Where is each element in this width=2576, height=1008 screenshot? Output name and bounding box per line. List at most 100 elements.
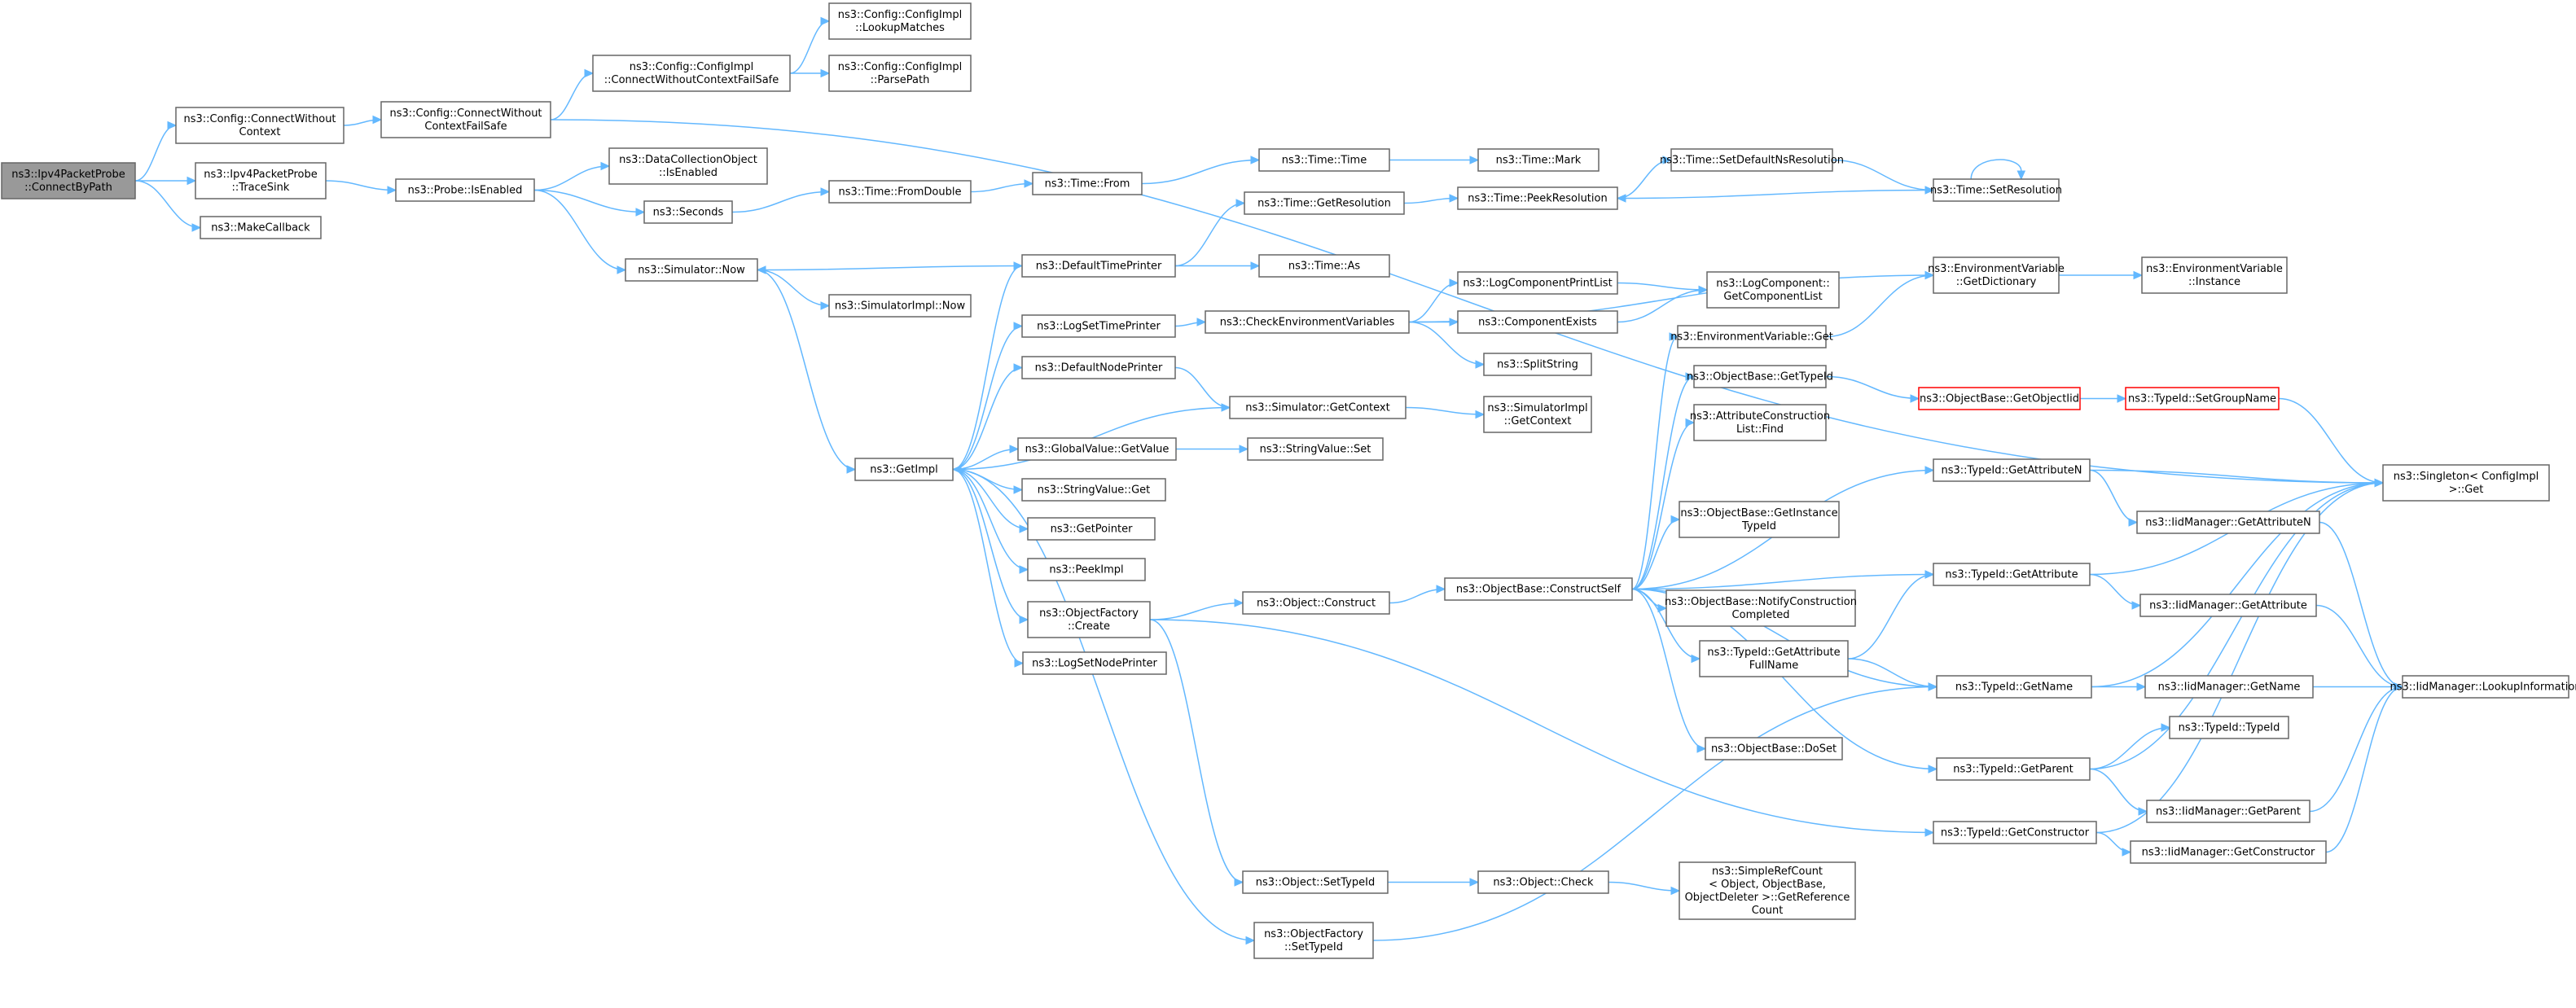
node-label: ns3::Seconds — [653, 207, 724, 219]
edge-line — [952, 468, 1029, 571]
node-strvalset[interactable]: ns3::StringValue::Set — [1247, 437, 1384, 461]
node-from[interactable]: ns3::Time::From — [1032, 172, 1143, 195]
node-simnow[interactable]: ns3::Simulator::Now — [625, 258, 758, 282]
node-cwcfs[interactable]: ns3::Config::ConnectWithoutContextFailSa… — [380, 101, 551, 138]
node-lookupinfo[interactable]: ns3::IidManager::LookupInformation — [2389, 675, 2576, 699]
node-getctor[interactable]: ns3::TypeId::GetConstructor — [1933, 821, 2097, 844]
node-iidgetattrn[interactable]: ns3::IidManager::GetAttributeN — [2136, 511, 2320, 534]
node-root[interactable]: ns3::Ipv4PacketProbe::ConnectByPath — [1, 162, 136, 199]
node-splitstring[interactable]: ns3::SplitString — [1483, 353, 1592, 376]
node-objsettypeid[interactable]: ns3::Object::SetTypeId — [1242, 870, 1389, 894]
arrowhead-icon — [1616, 194, 1626, 203]
node-timeas[interactable]: ns3::Time::As — [1258, 254, 1390, 278]
arrowhead-icon — [584, 68, 595, 78]
node-mark[interactable]: ns3::Time::Mark — [1477, 148, 1600, 172]
node-box — [1021, 254, 1176, 278]
node-defnode[interactable]: ns3::DefaultNodePrinter — [1021, 356, 1176, 379]
node-ci_parse[interactable]: ns3::Config::ConfigImpl::ParsePath — [828, 55, 972, 92]
node-logsettime[interactable]: ns3::LogSetTimePrinter — [1021, 314, 1176, 338]
node-isenabled[interactable]: ns3::Probe::IsEnabled — [395, 178, 535, 202]
node-label: ns3::Config::ConnectWithout — [389, 107, 542, 120]
node-simimplgetctx[interactable]: ns3::SimulatorImpl::GetContext — [1483, 396, 1592, 433]
node-checkenv[interactable]: ns3::CheckEnvironmentVariables — [1205, 310, 1410, 334]
node-notifycons[interactable]: ns3::ObjectBase::NotifyConstructionCompl… — [1665, 589, 1857, 627]
node-objfactsettypeid[interactable]: ns3::ObjectFactory::SetTypeId — [1253, 922, 1374, 959]
node-globalget[interactable]: ns3::GlobalValue::GetValue — [1017, 437, 1177, 461]
edge-cwcfs-to-ci_cwcfs — [550, 68, 595, 121]
node-label: ::ConnectWithoutContextFailSafe — [604, 74, 779, 86]
edge-line — [2089, 469, 2384, 484]
node-singleton[interactable]: ns3::Singleton< ConfigImpl >::Get — [2382, 464, 2550, 502]
node-envinst[interactable]: ns3::EnvironmentVariable::Instance — [2141, 256, 2288, 294]
node-getpointer[interactable]: ns3::GetPointer — [1027, 517, 1156, 541]
node-getattr[interactable]: ns3::TypeId::GetAttribute — [1933, 563, 2091, 586]
node-getname[interactable]: ns3::TypeId::GetName — [1936, 675, 2092, 699]
node-seconds[interactable]: ns3::Seconds — [643, 200, 733, 224]
node-label: ns3::IidManager::GetName — [2158, 681, 2301, 694]
node-ci_cwcfs[interactable]: ns3::Config::ConfigImpl::ConnectWithoutC… — [592, 55, 791, 92]
node-box — [828, 55, 972, 92]
node-getobjectiid[interactable]: ns3::ObjectBase::GetObjectIid — [1918, 387, 2081, 410]
node-timetime[interactable]: ns3::Time::Time — [1258, 148, 1390, 172]
node-peekres[interactable]: ns3::Time::PeekResolution — [1457, 186, 1618, 210]
node-label: ns3::SimulatorImpl — [1487, 402, 1587, 414]
node-ci_lookup[interactable]: ns3::Config::ConfigImpl::LookupMatches — [828, 2, 972, 40]
node-objfactcreate[interactable]: ns3::ObjectFactory::Create — [1027, 601, 1151, 638]
node-getcomplist[interactable]: ns3::LogComponent::GetComponentList — [1706, 271, 1840, 309]
edge-cwc-to-cwcfs — [343, 115, 383, 126]
node-objconstruct[interactable]: ns3::Object::Construct — [1242, 591, 1390, 615]
node-typeidtypeid[interactable]: ns3::TypeId::TypeId — [2169, 716, 2289, 739]
edge-objfactcreate-to-objconstruct — [1149, 598, 1244, 620]
edge-getimpl-to-logsetnode — [952, 468, 1025, 668]
node-label: ns3::ObjectBase::DoSet — [1711, 743, 1837, 756]
edge-iidgetattr-to-lookupinfo — [2315, 604, 2404, 691]
node-doset[interactable]: ns3::ObjectBase::DoSet — [1705, 737, 1843, 760]
node-fromdouble[interactable]: ns3::Time::FromDouble — [828, 180, 972, 204]
node-setgroupname[interactable]: ns3::TypeId::SetGroupName — [2125, 387, 2280, 410]
node-logsetnode[interactable]: ns3::LogSetNodePrinter — [1022, 651, 1167, 675]
node-deftime[interactable]: ns3::DefaultTimePrinter — [1021, 254, 1176, 278]
node-obgettypeid[interactable]: ns3::ObjectBase::GetTypeId — [1687, 365, 1833, 388]
edge-line — [134, 180, 201, 229]
node-srcgetref[interactable]: ns3::SimpleRefCount< Object, ObjectBase,… — [1679, 861, 1856, 920]
node-box — [200, 216, 322, 239]
edge-getattrn-to-iidgetattrn — [2089, 469, 2139, 527]
node-getattrn[interactable]: ns3::TypeId::GetAttributeN — [1933, 458, 2091, 482]
node-tracesink[interactable]: ns3::Ipv4PacketProbe::TraceSink — [195, 162, 327, 199]
node-logcpl[interactable]: ns3::LogComponentPrintList — [1457, 271, 1618, 295]
node-envget[interactable]: ns3::EnvironmentVariable::Get — [1670, 325, 1833, 348]
edge-line — [1141, 159, 1260, 185]
arrowhead-icon — [2122, 848, 2132, 857]
node-dco[interactable]: ns3::DataCollectionObject::IsEnabled — [608, 147, 768, 185]
node-constructself[interactable]: ns3::ObjectBase::ConstructSelf — [1444, 577, 1633, 601]
node-getimpl[interactable]: ns3::GetImpl — [854, 458, 954, 481]
arrowhead-icon — [2374, 478, 2385, 488]
node-getres[interactable]: ns3::Time::GetResolution — [1244, 191, 1405, 215]
edge-isenabled-to-seconds — [533, 189, 646, 217]
node-iidgetattr[interactable]: ns3::IidManager::GetAttribute — [2139, 594, 2317, 617]
node-setdefns[interactable]: ns3::Time::SetDefaultNsResolution — [1660, 148, 1844, 172]
edge-line — [1631, 588, 1706, 750]
node-setres[interactable]: ns3::Time::SetResolution — [1930, 178, 2062, 202]
node-iidgetname[interactable]: ns3::IidManager::GetName — [2144, 675, 2314, 699]
node-simimplnow[interactable]: ns3::SimulatorImpl::Now — [828, 294, 972, 318]
node-envgetdict[interactable]: ns3::EnvironmentVariable::GetDictionary — [1928, 256, 2065, 294]
node-label: ns3::CheckEnvironmentVariables — [1220, 317, 1395, 329]
node-cwc[interactable]: ns3::Config::ConnectWithoutContext — [175, 107, 344, 144]
edge-line — [2091, 482, 2384, 688]
node-makecb[interactable]: ns3::MakeCallback — [200, 216, 322, 239]
node-objcheck[interactable]: ns3::Object::Check — [1477, 870, 1609, 894]
node-strvalget[interactable]: ns3::StringValue::Get — [1021, 478, 1166, 502]
edge-line — [2089, 768, 2148, 813]
node-simgetctx[interactable]: ns3::Simulator::GetContext — [1229, 396, 1406, 419]
arrowhead-icon — [756, 265, 766, 274]
node-compexists[interactable]: ns3::ComponentExists — [1457, 310, 1618, 334]
node-getparent[interactable]: ns3::TypeId::GetParent — [1936, 757, 2091, 781]
edge-iidgetctor-to-lookupinfo — [2325, 682, 2404, 853]
node-iidgetctor[interactable]: ns3::IidManager::GetConstructor — [2130, 840, 2327, 864]
node-peekimpl[interactable]: ns3::PeekImpl — [1027, 558, 1146, 581]
node-iidgetparent[interactable]: ns3::IidManager::GetParent — [2146, 800, 2311, 823]
